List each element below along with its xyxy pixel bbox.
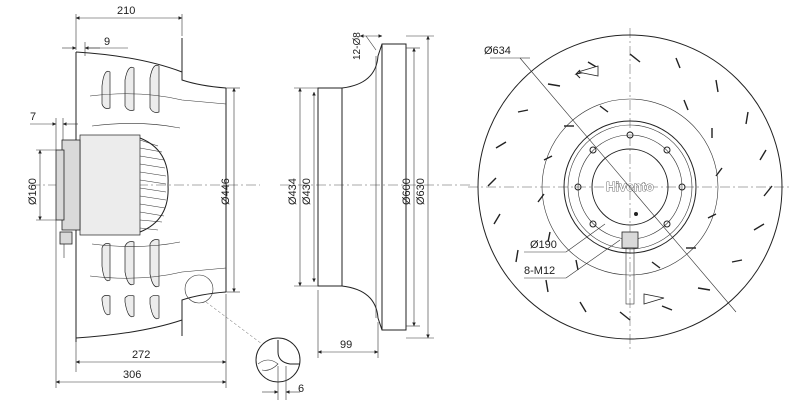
rotation-arrow-bottom-head bbox=[643, 293, 665, 305]
dim-190-label: Ø190 bbox=[530, 239, 557, 251]
shroud-bottom bbox=[75, 291, 227, 339]
dim-634-label: Ø634 bbox=[484, 45, 511, 57]
cable-gland bbox=[59, 231, 73, 245]
d634-leader bbox=[519, 57, 737, 313]
motor-rear-cap bbox=[61, 139, 81, 231]
dim-7-label: 7 bbox=[30, 111, 36, 123]
detail-inset: 6 bbox=[255, 337, 304, 400]
d190-leader bbox=[565, 223, 606, 253]
inner-hub-circle bbox=[541, 98, 719, 276]
m12-leader bbox=[565, 239, 621, 279]
dim-12-label: 12-Ø8 bbox=[352, 32, 363, 60]
dim-434-label: Ø434 bbox=[287, 178, 299, 205]
motor-flange bbox=[55, 149, 65, 221]
dim-m12-label: 8-M12 bbox=[524, 265, 555, 277]
front-view: Hivento Ø634 Ø190 8-M12 bbox=[468, 28, 792, 350]
cable-out bbox=[625, 247, 635, 305]
dim-210-label: 210 bbox=[117, 5, 135, 17]
motor-fins bbox=[139, 137, 169, 233]
dim-160-label: Ø160 bbox=[27, 178, 39, 205]
blade-dashes bbox=[487, 53, 773, 321]
dim-446-label: Ø446 bbox=[220, 178, 232, 205]
side-view: 210 9 7 Ø160 Ø446 272 306 bbox=[27, 5, 263, 388]
blades-top bbox=[89, 64, 227, 129]
blades-bottom bbox=[89, 239, 227, 320]
detail-leader bbox=[205, 301, 263, 345]
dim-600-label: Ø600 bbox=[401, 178, 413, 205]
dim-99-label: 99 bbox=[340, 339, 352, 351]
dim-9-label: 9 bbox=[104, 36, 110, 48]
dim-630-label: Ø630 bbox=[415, 178, 427, 205]
motor-circle bbox=[563, 120, 697, 254]
section-view: 12-Ø8 Ø434 Ø430 Ø600 Ø630 99 bbox=[280, 32, 470, 358]
motor-inner-circle bbox=[567, 124, 693, 250]
inlet-cone bbox=[317, 43, 407, 331]
detail-marker-circle bbox=[184, 274, 214, 304]
shroud-top bbox=[75, 51, 227, 89]
motor-face-circle bbox=[591, 148, 669, 226]
terminal-box bbox=[621, 231, 639, 249]
dim-306-label: 306 bbox=[123, 369, 141, 381]
dim-6-label: 6 bbox=[298, 383, 304, 395]
rotation-arrow-top-head bbox=[577, 65, 599, 77]
rotor-marker bbox=[634, 212, 638, 216]
outer-shroud-circle bbox=[477, 34, 783, 340]
dim-272-label: 272 bbox=[132, 349, 150, 361]
dim-430-label: Ø430 bbox=[301, 178, 313, 205]
hivento-logo: Hivento bbox=[606, 179, 654, 194]
motor-housing bbox=[79, 134, 141, 236]
